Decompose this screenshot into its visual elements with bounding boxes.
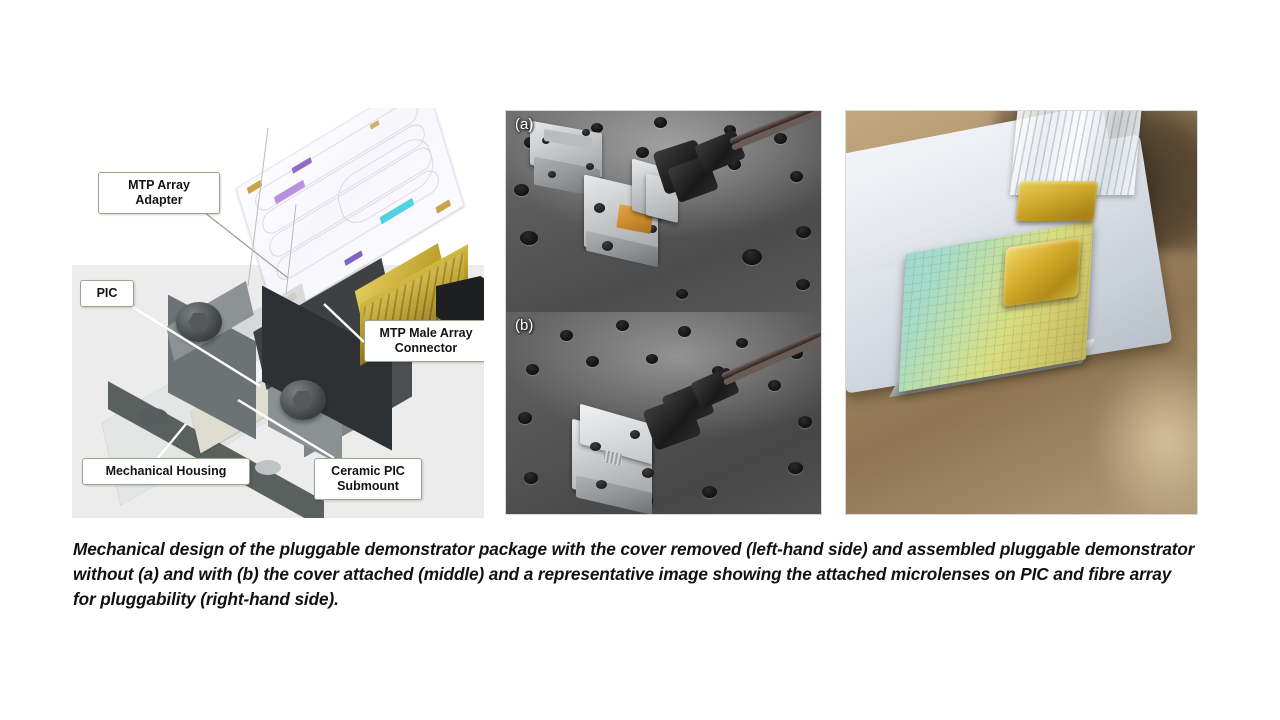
photo-subpanel-b: (b) bbox=[506, 312, 821, 514]
photo-subpanel-a: (a) bbox=[506, 111, 821, 312]
subpanel-tag-a: (a) bbox=[515, 116, 534, 133]
microlens-block-on-pic bbox=[1002, 237, 1082, 307]
callout-mtp-male-array-connector: MTP Male Array Connector bbox=[364, 320, 484, 362]
hex-screw-icon bbox=[176, 302, 222, 342]
figure-caption: Mechanical design of the pluggable demon… bbox=[73, 539, 1195, 609]
callout-ceramic-pic-submount: Ceramic PIC Submount bbox=[314, 458, 422, 500]
housing-bore-hole bbox=[138, 408, 168, 425]
callout-mtp-array-adapter: MTP Array Adapter bbox=[98, 172, 220, 214]
photo-panel-right bbox=[845, 110, 1198, 515]
callout-mechanical-housing: Mechanical Housing bbox=[82, 458, 250, 485]
microlens-block-on-fibre-array bbox=[1015, 181, 1099, 221]
callout-pic: PIC bbox=[80, 280, 134, 307]
background-highlight bbox=[1096, 361, 1197, 514]
hex-screw-icon bbox=[280, 380, 326, 420]
cad-diagram-panel: MTP Array Adapter PIC MTP Male Array Con… bbox=[72, 108, 484, 518]
housing-recess bbox=[255, 460, 281, 475]
photo-panel-middle: (a) bbox=[505, 110, 822, 515]
subpanel-tag-b: (b) bbox=[515, 317, 534, 334]
